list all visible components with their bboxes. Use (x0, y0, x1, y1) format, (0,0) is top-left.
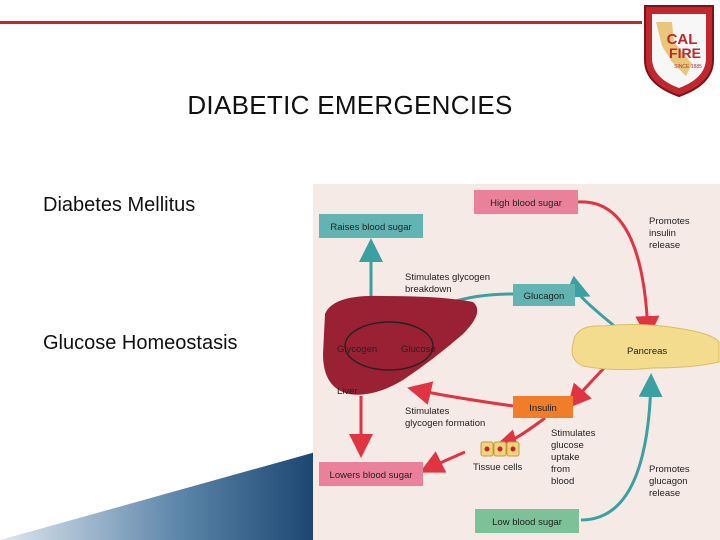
high-blood-sugar-box (474, 190, 578, 214)
promotes-glucagon-label: Promotes glucagon release (649, 464, 692, 499)
lowers-blood-sugar-box (319, 462, 423, 486)
pancreas-label: Pancreas (627, 346, 667, 357)
cal-fire-logo: CAL FIRE SINCE 1885 (644, 5, 714, 98)
glucagon-box (513, 284, 575, 306)
stimulates-formation-label: Stimulates glycogen formation (405, 406, 485, 429)
glycogen-label: Glycogen (337, 344, 377, 355)
arrow-insulin-to-tissue (493, 416, 546, 453)
raises-blood-sugar-label: Raises blood sugar (330, 222, 411, 233)
high-blood-sugar-label: High blood sugar (490, 198, 562, 209)
arrow-low-to-pancreas (580, 373, 663, 522)
low-blood-sugar-label: Low blood sugar (492, 517, 562, 528)
slide-title: DIABETIC EMERGENCIES (187, 90, 513, 120)
arrow-pancreas-to-glucagon (563, 275, 619, 331)
glucose-homeostasis-diagram: Glycogen Glucose Liver Pancreas High blo… (313, 184, 720, 540)
glucagon-label: Glucagon (524, 291, 565, 302)
bullet-diabetes-mellitus: Diabetes Mellitus (43, 194, 196, 216)
logo-since: SINCE 1885 (674, 64, 702, 70)
raises-blood-sugar-box (319, 214, 423, 238)
arrow-tissue-to-lowers (419, 450, 466, 473)
liver-cycle-ring (344, 321, 434, 371)
stimulates-uptake-label: Stimulates glucose uptake from blood (551, 428, 598, 487)
pancreas-shape (571, 324, 720, 371)
liver-label: Liver (337, 386, 358, 397)
bullet-glucose-homeostasis: Glucose Homeostasis (43, 332, 238, 354)
insulin-label: Insulin (529, 403, 556, 414)
lowers-blood-sugar-label: Lowers blood sugar (330, 470, 413, 481)
tissue-cells-icon (480, 441, 520, 457)
logo-line1: CAL (667, 31, 698, 48)
tissue-cells-label: Tissue cells (473, 462, 523, 473)
low-blood-sugar-box (475, 509, 579, 533)
arrow-high-to-pancreas (577, 200, 660, 340)
glucose-label: Glucose (401, 344, 436, 355)
insulin-box (513, 396, 573, 418)
promotes-insulin-label: Promotes insulin release (649, 216, 692, 251)
stimulates-breakdown-label: Stimulates glycogen breakdown (405, 272, 493, 295)
liver-shape (323, 295, 478, 395)
arrow-insulin-to-liver (407, 381, 514, 408)
title-rule (0, 21, 642, 24)
logo-line2: FIRE (669, 45, 701, 61)
